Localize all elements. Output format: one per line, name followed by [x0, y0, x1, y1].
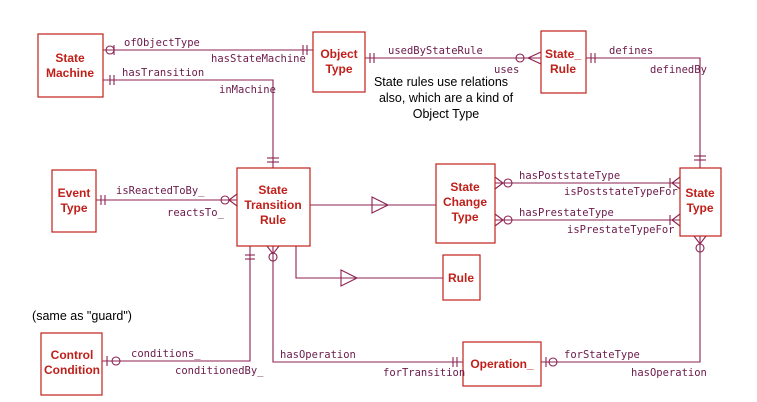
edge-operation-statetype: [541, 236, 701, 363]
label-conditionedby: conditionedBy_: [175, 365, 264, 377]
optional-circle: [548, 357, 558, 367]
note-line: also, which are a kind of: [379, 91, 514, 105]
label-isreactedtoby: isReactedToBy_: [116, 185, 205, 197]
entity-label: Event: [58, 186, 91, 200]
crowfoot: [671, 176, 681, 190]
crowfoot: [494, 213, 504, 227]
label-conditions: conditions_: [131, 348, 201, 360]
label-hasoperation-left: hasOperation: [280, 349, 356, 361]
entity-label: Operation_: [470, 357, 534, 371]
optional-circle: [695, 243, 705, 253]
optional-circle: [503, 215, 513, 225]
label-isprestatetypefor: isPrestateTypeFor: [567, 224, 674, 236]
relation-labels: ofObjectType hasStateMachine usedByState…: [116, 37, 707, 379]
entity-label: State_: [545, 47, 581, 61]
entity-label: Transition: [244, 198, 301, 212]
label-fortransition: forTransition: [383, 367, 465, 379]
entity-state-transition-rule[interactable]: State Transition Rule: [236, 167, 311, 247]
entity-object-type[interactable]: Object Type: [312, 31, 366, 93]
optional-circle: [105, 45, 115, 55]
entity-label: Rule: [550, 62, 576, 76]
label-uses: uses: [494, 64, 519, 76]
optional-circle: [503, 178, 513, 188]
edge-staterule-statetype: [586, 57, 701, 168]
label-hasstatemachine: hasStateMachine: [211, 53, 306, 65]
entity-label: Machine: [46, 66, 94, 80]
optional-circle: [515, 53, 525, 63]
crowfoot: [266, 245, 280, 255]
label-hastransition: hasTransition: [122, 67, 204, 79]
entity-event-type[interactable]: Event Type: [51, 169, 97, 233]
note-line: State rules use relations: [374, 75, 508, 89]
entity-state-rule[interactable]: State_ Rule: [540, 30, 587, 94]
crowfoot: [494, 176, 504, 190]
label-usedbystaterule: usedByStateRule: [388, 45, 483, 57]
entity-label: Condition: [44, 363, 100, 377]
entity-rule[interactable]: Rule: [442, 254, 481, 301]
entity-state-change-type[interactable]: State Change Type: [435, 163, 496, 244]
entity-label: Type: [60, 201, 87, 215]
entity-label: Rule: [260, 213, 286, 227]
note-state-rules: State rules use relations also, which ar…: [374, 75, 514, 121]
entity-operation[interactable]: Operation_: [462, 341, 542, 387]
label-forstatetype: forStateType: [564, 349, 640, 361]
note-line: Object Type: [413, 107, 480, 121]
entity-label: Type: [451, 210, 478, 224]
crowfoot: [671, 213, 681, 227]
edge-transition-operation: [272, 246, 463, 363]
label-hasoperation-right: hasOperation: [631, 367, 707, 379]
subtype-triangle: [340, 269, 359, 287]
entity-label: State: [450, 180, 480, 194]
entity-control-condition[interactable]: Control Condition: [40, 332, 103, 396]
subtype-triangle: [371, 196, 390, 214]
entity-label: State: [258, 183, 288, 197]
optional-circle: [111, 356, 121, 366]
label-definedby: definedBy: [650, 64, 707, 76]
entity-label: Rule: [448, 271, 474, 285]
note-guard: (same as "guard"): [32, 309, 132, 323]
connectors: [96, 45, 707, 367]
entity-label: Type: [325, 62, 352, 76]
edge-condition-transition: [102, 246, 251, 362]
entity-label: State: [55, 51, 85, 65]
entity-label: Change: [443, 195, 487, 209]
entity-state-type[interactable]: State Type: [679, 167, 722, 237]
label-hasprestatetype: hasPrestateType: [519, 207, 614, 219]
edge-statemachine-transition: [103, 79, 274, 168]
optional-circle: [268, 252, 278, 262]
entity-label: Control: [51, 348, 94, 362]
label-defines: defines: [609, 45, 653, 57]
entity-state-machine[interactable]: State Machine: [37, 33, 104, 98]
label-inmachine: inMachine: [219, 84, 276, 96]
label-reactsto: reactsTo_: [167, 207, 225, 219]
label-ispoststatetypefor: isPoststateTypeFor: [564, 186, 678, 198]
label-ofobjecttype: ofObjectType: [124, 37, 200, 49]
entity-label: Type: [686, 201, 713, 215]
crowfoot: [526, 51, 542, 65]
edge-transition-rule: [295, 246, 443, 279]
crowfoot: [228, 193, 238, 207]
entity-label: State: [685, 186, 715, 200]
entity-label: Object: [320, 47, 357, 61]
label-haspoststatetype: hasPoststateType: [519, 170, 620, 182]
